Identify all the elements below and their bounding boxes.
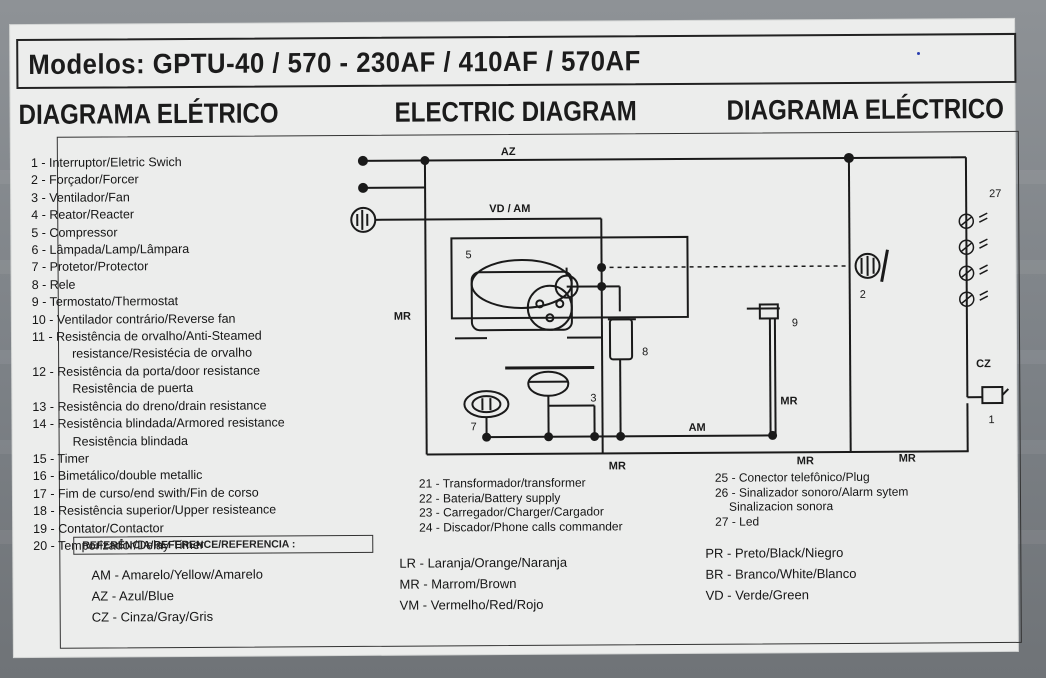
wire-label-cz: CZ xyxy=(976,358,991,370)
color-code: AZ - Azul/Blue xyxy=(91,588,174,604)
electric-diagram-label: Modelos: GPTU-40 / 570 - 230AF / 410AF /… xyxy=(10,18,1022,658)
color-codes-column-3: PR - Preto/Black/Niegro BR - Branco/Whit… xyxy=(705,542,856,606)
wire-label-mr-left: MR xyxy=(394,311,411,323)
reference-title: REFERÊNCIA/REFERENCE/REFERENCIA : xyxy=(73,534,374,555)
legend-item: 25 - Conector telefônico/Plug xyxy=(714,469,870,485)
component-number-3: 3 xyxy=(590,392,596,404)
wiring-schematic: AZ VD / AM MR AM MR MR MR MR CZ 5 2 9 8 … xyxy=(350,146,1010,472)
color-code: CZ - Cinza/Gray/Gris xyxy=(91,608,214,625)
color-codes-column-2: LR - Laranja/Orange/Naranja MR - Marrom/… xyxy=(399,552,567,616)
legend-item: 26 - Sinalizador sonoro/Alarm sytem xyxy=(714,484,909,500)
color-code: VM - Vermelho/Red/Rojo xyxy=(399,596,544,613)
legend-item: 22 - Bateria/Battery supply xyxy=(418,490,561,506)
legend-item: 24 - Discador/Phone calls commander xyxy=(419,518,623,535)
color-codes-column-1: AM - Amarelo/Yellow/Amarelo AZ - Azul/Bl… xyxy=(91,564,263,628)
wire-label-mr-thermostat: MR xyxy=(780,395,797,407)
wire-label-am: AM xyxy=(689,422,706,434)
component-number-1: 1 xyxy=(988,414,994,426)
component-number-8: 8 xyxy=(642,346,648,358)
wire-label-az: AZ xyxy=(501,146,516,158)
wire-label-mr-right1: MR xyxy=(797,455,814,467)
wire-label-vd-am: VD / AM xyxy=(489,203,530,215)
component-list-middle: 21 - Transformador/transformer 22 - Bate… xyxy=(418,475,623,535)
legend-item-continued: Sinalizacion sonora xyxy=(728,499,834,514)
color-code: MR - Marrom/Brown xyxy=(399,575,517,592)
wire-label-mr-right2: MR xyxy=(899,453,916,465)
legend-item: 23 - Carregador/Charger/Cargador xyxy=(419,504,604,520)
legend-item: 27 - Led xyxy=(715,514,760,529)
color-code: PR - Preto/Black/Niegro xyxy=(705,544,844,561)
component-number-2: 2 xyxy=(860,289,866,301)
component-number-5: 5 xyxy=(465,249,471,261)
color-code: VD - Verde/Green xyxy=(705,587,809,603)
component-number-7: 7 xyxy=(471,421,477,433)
wire-label-mr-center: MR xyxy=(609,460,626,472)
component-number-27: 27 xyxy=(989,188,1001,200)
component-list-right: 25 - Conector telefônico/Plug 26 - Sinal… xyxy=(715,470,909,529)
color-code: LR - Laranja/Orange/Naranja xyxy=(399,554,568,571)
legend-item: 21 - Transformador/transformer xyxy=(418,475,586,491)
blue-speck xyxy=(917,52,920,55)
component-number-9: 9 xyxy=(792,317,798,329)
color-code: BR - Branco/White/Blanco xyxy=(705,565,857,582)
color-code: AM - Amarelo/Yellow/Amarelo xyxy=(91,566,263,583)
